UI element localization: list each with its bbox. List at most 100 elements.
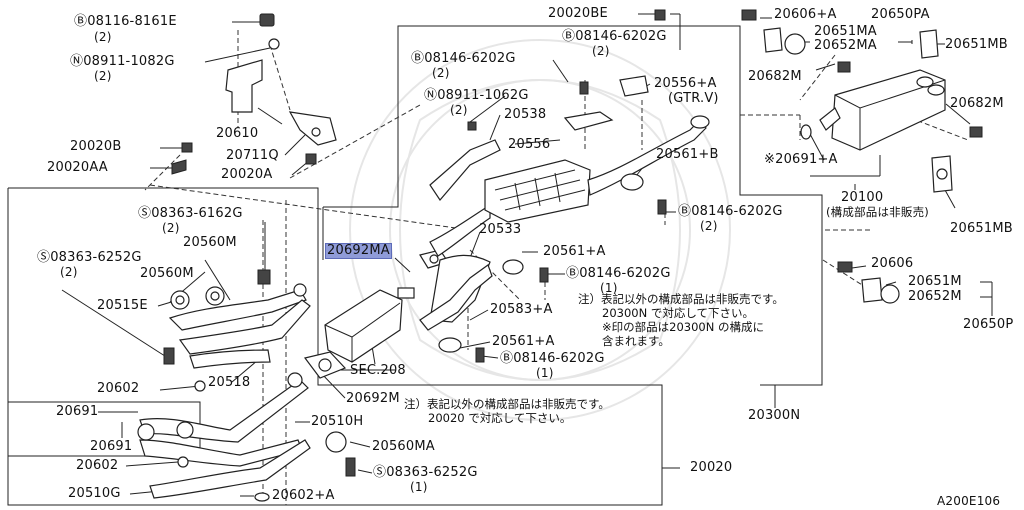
- clamp-20561a-b: [438, 337, 462, 353]
- heat-shield-20538: [429, 139, 501, 201]
- callout-qty: (2): [94, 30, 112, 44]
- callout-20691-a: 20691: [56, 404, 99, 419]
- callout-20651mb-b: 20651MB: [950, 221, 1013, 236]
- stud-20020aa-icon: [171, 159, 187, 175]
- callout-20556a: 20556+A: [654, 76, 717, 91]
- callout-20100-note: (構成部品は非販売): [826, 205, 929, 219]
- callout-20652m: 20652M: [908, 289, 962, 304]
- callout-bolt-08146-6202g-a: Ⓑ08146-6202G: [411, 51, 516, 66]
- callout-20560ma: 20560MA: [372, 439, 435, 454]
- callout-20300n: 20300N: [748, 408, 801, 423]
- bolt-20606a-icon: [741, 9, 757, 21]
- callout-qty: (1): [536, 366, 554, 380]
- gasket-20691: [137, 423, 155, 441]
- callout-20651mb-a: 20651MB: [945, 37, 1008, 52]
- gasket-20560ma: [325, 431, 347, 453]
- bolt-08363-6252g-b: [345, 457, 356, 477]
- bracket-20610: [225, 59, 263, 113]
- callout-20606a: 20606+A: [774, 7, 837, 22]
- callout-20602-a: 20602: [97, 381, 140, 396]
- callout-screw-08363-6252g-b: Ⓢ08363-6252G: [373, 465, 478, 480]
- bolt-08146-6202g-b: [539, 267, 549, 283]
- callout-qty: (2): [450, 103, 468, 117]
- bolt-20606-icon: [837, 261, 853, 273]
- callout-20692ma-highlighted[interactable]: 20692MA: [325, 243, 392, 259]
- callout-nut-08911-1062g: Ⓝ08911-1062G: [424, 88, 529, 103]
- heat-shield-20556: [563, 111, 614, 131]
- hanger-20651ma: [763, 27, 783, 53]
- callout-20020a: 20020A: [221, 167, 273, 182]
- callout-20020be: 20020BE: [548, 6, 608, 21]
- flange-rear: [690, 115, 710, 129]
- callout-20651ma: 20651MA: [814, 24, 877, 39]
- note-lower: 注）表記以外の構成部品は非販売です。 20020 で対応して下さい。: [404, 397, 610, 425]
- callout-20583a: 20583+A: [490, 302, 553, 317]
- clamp-20561b: [620, 173, 644, 191]
- callout-20020: 20020: [690, 460, 733, 475]
- hanger-20652m: [880, 284, 900, 304]
- callout-qty: (1): [410, 480, 428, 494]
- callout-20610: 20610: [216, 126, 259, 141]
- callout-20650p: 20650P: [963, 317, 1014, 332]
- note-upper: 注）表記以外の構成部品は非販売です。 20300N で対応して下さい。 ※印の部…: [578, 292, 784, 348]
- nut-08911-1062g-icon: [467, 121, 477, 131]
- callout-qty: (1): [600, 281, 618, 295]
- callout-20682m-a: 20682M: [748, 69, 802, 84]
- bolt-20515e-icon: [163, 347, 175, 365]
- damper-20682m-a: [837, 61, 851, 73]
- callout-leaders: [61, 13, 993, 497]
- callout-20606: 20606: [871, 256, 914, 271]
- callout-20711q: 20711Q: [226, 148, 279, 163]
- callout-bolt-08146-6202g-c: Ⓑ08146-6202G: [500, 351, 605, 366]
- callout-qty: (2): [432, 66, 450, 80]
- callout-20538: 20538: [504, 107, 547, 122]
- callout-qty: (2): [60, 265, 78, 279]
- callout-gtrv: (GTR.V): [668, 91, 719, 106]
- callout-20020aa: 20020AA: [47, 160, 108, 175]
- callout-20650pa: 20650PA: [871, 7, 930, 22]
- pipe-20510g: [149, 439, 311, 499]
- callout-bolt-08146-6202g-b: Ⓑ08146-6202G: [566, 266, 671, 281]
- gasket-20691a: [800, 124, 812, 140]
- bracket-20556a: [619, 75, 649, 97]
- callout-20561a-a: 20561+A: [543, 244, 606, 259]
- resonator-sec208: [324, 289, 403, 363]
- bolt-08116-icon: [259, 13, 275, 27]
- callout-qty: (2): [700, 219, 718, 233]
- nut-20602-a: [194, 380, 206, 392]
- callout-20100: 20100: [841, 190, 884, 205]
- callout-screw-08363-6162g: Ⓢ08363-6162G: [138, 206, 243, 221]
- clamp-20561a-a: [502, 259, 524, 275]
- bolt-08146-6202g-e: [657, 199, 667, 215]
- callout-20602a: 20602+A: [272, 488, 335, 503]
- callout-20691-b: 20691: [90, 439, 133, 454]
- callout-20602-b: 20602: [76, 458, 119, 473]
- callout-20561b: 20561+B: [656, 147, 719, 162]
- callout-20651m: 20651M: [908, 274, 962, 289]
- callout-nut-08911-1082g: Ⓝ08911-1082G: [70, 54, 175, 69]
- callout-20515e: 20515E: [97, 298, 148, 313]
- diagram-id: A200E106: [937, 494, 1001, 508]
- nut-20602a: [254, 492, 270, 502]
- bolt-08146-6202g-c: [475, 347, 485, 363]
- hanger-20651mb-a: [919, 29, 939, 59]
- pipe-20518: [189, 349, 271, 369]
- nut-20602-b: [177, 456, 189, 468]
- damper-20682m-b: [969, 126, 983, 138]
- callout-sec208: SEC.208: [350, 363, 406, 378]
- bracket-20711q: [288, 111, 337, 146]
- callout-20510h: 20510H: [311, 414, 364, 429]
- callout-20682m-b: 20682M: [950, 96, 1004, 111]
- callout-20692m: 20692M: [346, 391, 400, 406]
- callout-bolt-08116-8161e: Ⓑ08116-8161E: [74, 14, 177, 29]
- callout-20560m-a: 20560M: [183, 235, 237, 250]
- callout-qty: (2): [162, 221, 180, 235]
- hanger-20651m: [861, 277, 883, 303]
- callout-20560m-b: 20560M: [140, 266, 194, 281]
- callout-20652ma: 20652MA: [814, 38, 877, 53]
- callout-20533: 20533: [479, 222, 522, 237]
- part-drawings: [137, 9, 983, 502]
- callout-20510g: 20510G: [68, 486, 121, 501]
- nut-08911-icon: [268, 38, 280, 50]
